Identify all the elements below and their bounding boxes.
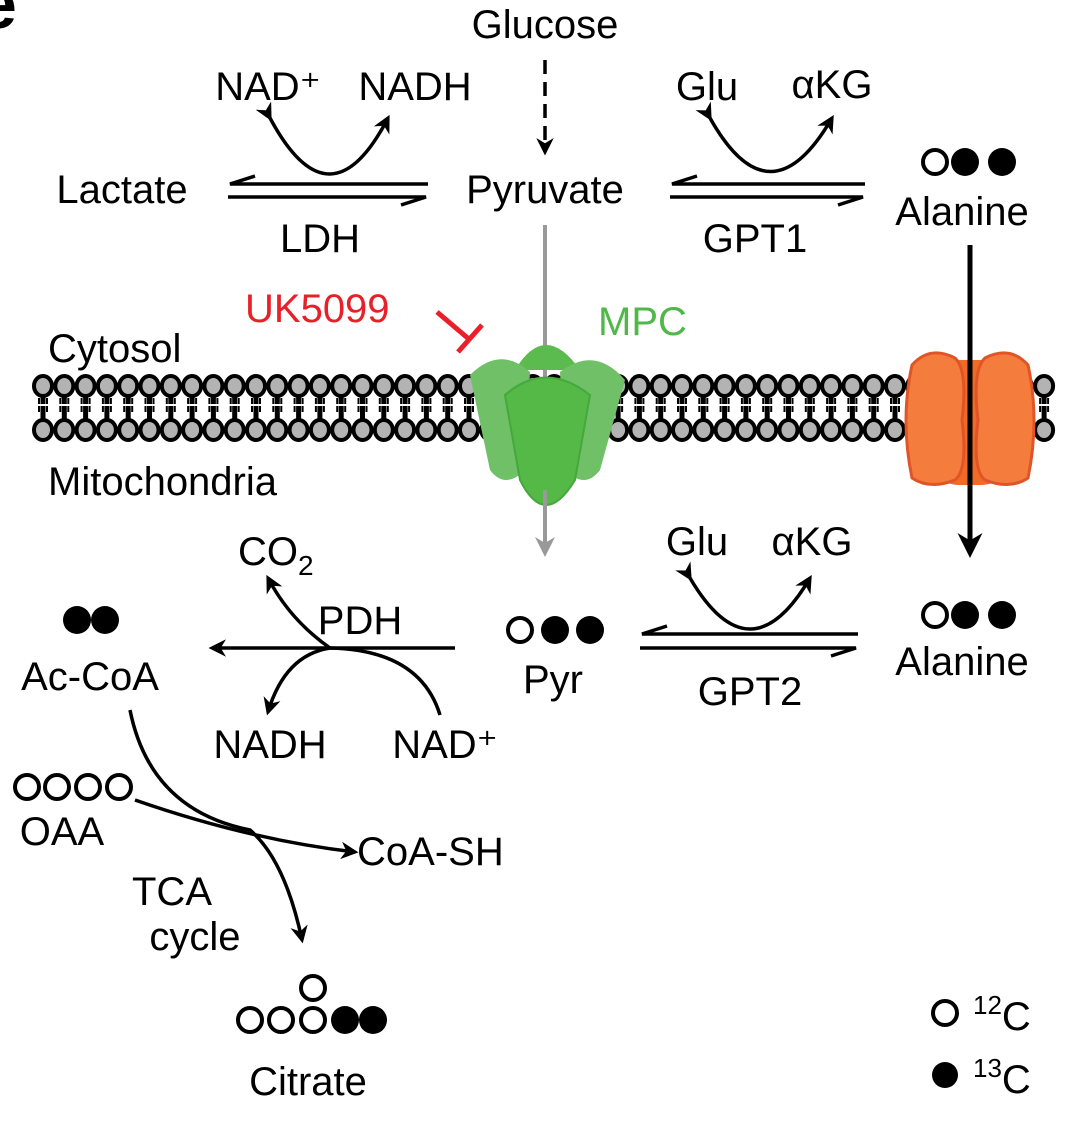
uk5099-label: UK5099 — [245, 287, 390, 331]
gpt1-reverse-arrow — [671, 174, 865, 186]
gpt2-reverse-arrow — [641, 624, 858, 636]
gpt1-forward-arrow — [670, 195, 864, 207]
coa-sh-label: CoA-SH — [357, 830, 504, 874]
akg-label: αKG — [792, 63, 873, 107]
co2-release-arrow — [266, 574, 332, 650]
pyr-label: Pyr — [523, 658, 583, 702]
gpt1-label: GPT1 — [703, 217, 807, 261]
mpc-label: MPC — [598, 300, 687, 344]
nadh-mito-label: NADH — [213, 723, 326, 767]
legend-13c-marker — [932, 1062, 958, 1088]
oaa-carbons — [13, 773, 133, 801]
lactate-label: Lactate — [56, 168, 187, 212]
glu-label: Glu — [676, 65, 738, 109]
glucose-label: Glucose — [472, 3, 619, 47]
nadh-label: NADH — [358, 65, 471, 109]
alanine-mito-carbons — [921, 601, 1016, 629]
nad-to-nadh-arrow — [263, 646, 442, 716]
alanine-cytosol-label: Alanine — [895, 190, 1028, 234]
glu-akg-arrow — [695, 101, 834, 174]
cytosol-label: Cytosol — [48, 327, 181, 371]
legend-12c-marker — [931, 999, 959, 1027]
acetyl-coa-label: Ac-CoA — [21, 655, 159, 699]
nad-plus-mito-label: NAD⁺ — [392, 723, 498, 767]
acetyl-coa-carbons — [63, 606, 119, 634]
mitochondria-label: Mitochondria — [48, 460, 278, 504]
citrate-synthesis-arrow — [128, 709, 308, 944]
ldh-reverse-arrow — [229, 174, 428, 186]
alanine-mito-label: Alanine — [895, 640, 1028, 684]
legend-12c-label: 12C — [973, 990, 1031, 1039]
oaa-label: OAA — [20, 810, 105, 854]
pyr-carbons — [506, 616, 604, 644]
ldh-label: LDH — [280, 217, 360, 261]
nad-cofactor-arrow — [255, 101, 390, 176]
legend: 12C 13C — [931, 990, 1031, 1102]
tca-label-line2: cycle — [149, 915, 240, 959]
gpt2-forward-arrow — [640, 646, 857, 658]
citrate-carbons — [236, 974, 387, 1034]
pyruvate-label: Pyruvate — [466, 168, 624, 212]
alanine-cytosol-carbons — [921, 148, 1016, 176]
panel-label: e — [0, 0, 17, 43]
akg-mito-label: αKG — [772, 520, 853, 564]
ldh-forward-arrow — [228, 195, 427, 207]
pdh-label: PDH — [318, 599, 402, 643]
nad-plus-label: NAD⁺ — [215, 65, 321, 109]
mpc-transporter — [470, 345, 625, 506]
glu-mito-label: Glu — [666, 520, 728, 564]
glu-akg-mito-arrow — [675, 561, 812, 631]
inhibition-icon — [435, 310, 484, 354]
tca-label-line1: TCA — [132, 870, 212, 914]
gpt2-label: GPT2 — [698, 670, 802, 714]
co2-label: CO2 — [238, 530, 314, 581]
coa-release-arrow — [134, 798, 359, 860]
legend-13c-label: 13C — [973, 1053, 1031, 1102]
citrate-label: Citrate — [249, 1060, 367, 1104]
